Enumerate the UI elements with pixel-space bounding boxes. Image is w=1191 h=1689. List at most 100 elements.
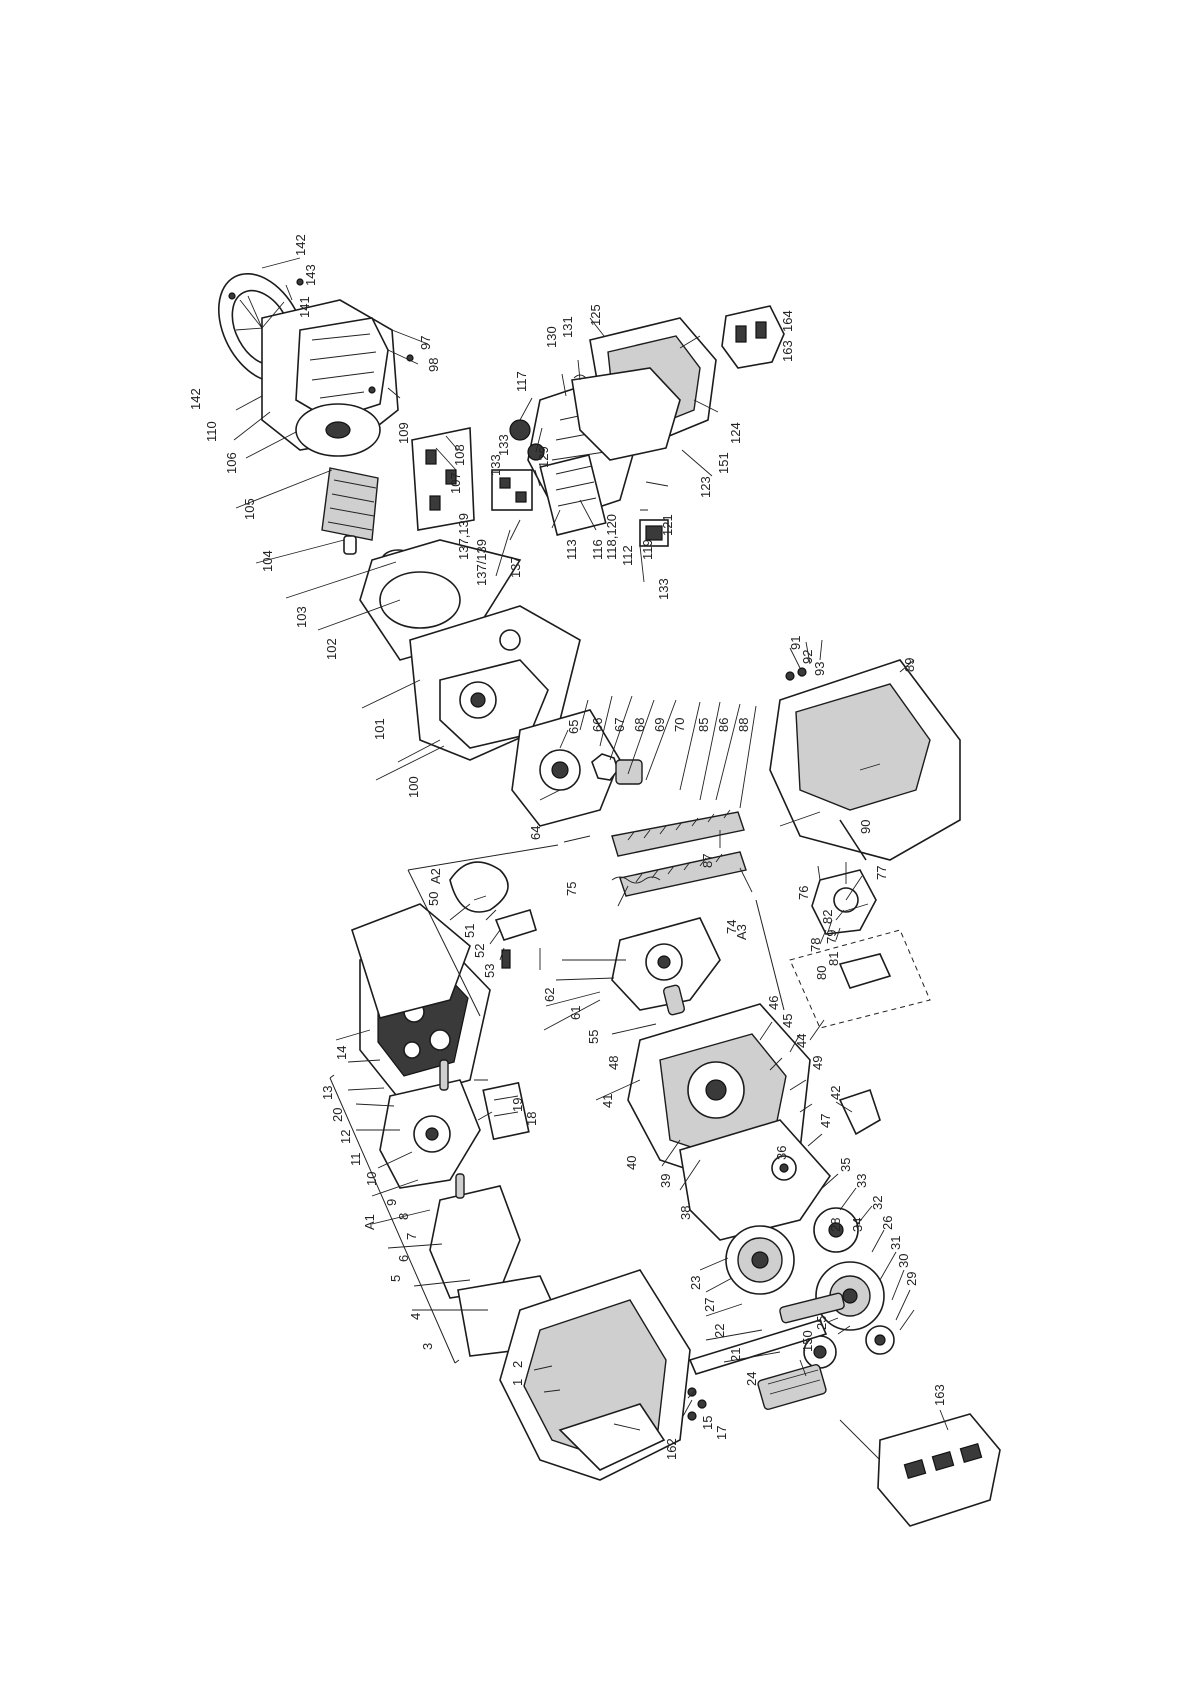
callout: 90 <box>858 820 873 834</box>
callout: 29 <box>904 1272 919 1286</box>
hose <box>449 861 509 913</box>
callout: 52 <box>472 944 487 958</box>
callout: 44 <box>794 1034 809 1048</box>
callout: 125 <box>588 304 603 326</box>
callout: 15 <box>700 1416 715 1430</box>
callout: 123 <box>698 476 713 498</box>
chain-drive <box>449 659 961 1029</box>
housing-bolt <box>662 984 686 1016</box>
callout: 133 <box>488 454 503 476</box>
callout: 104 <box>260 550 275 572</box>
callout: 113 <box>564 539 579 560</box>
callout: 141 <box>297 296 312 318</box>
callout: 42 <box>828 1086 843 1100</box>
callout: 7 <box>404 1233 419 1240</box>
callout: 28 <box>828 1218 843 1232</box>
capacitor <box>482 1081 530 1141</box>
main-housing <box>627 984 895 1369</box>
callout: 46 <box>766 996 781 1010</box>
callout: 106 <box>224 452 239 474</box>
callout: 107 <box>448 472 463 494</box>
callout: 64 <box>528 826 543 840</box>
callout: 124 <box>728 422 743 444</box>
cover-gasket <box>571 367 681 461</box>
gear-cover <box>679 1119 832 1241</box>
callout: 137,139 <box>456 513 471 560</box>
callout: 77 <box>874 866 889 880</box>
callout: 18 <box>524 1112 539 1126</box>
callout: 89 <box>902 658 917 672</box>
callout: 143 <box>303 264 318 286</box>
callout: 109 <box>396 422 411 444</box>
callout: 31 <box>888 1236 903 1250</box>
callout: 151 <box>716 452 731 474</box>
callout: 74 <box>724 920 739 934</box>
callout: 13 <box>320 1086 335 1100</box>
clip <box>494 909 537 941</box>
callout: 142 <box>188 388 203 410</box>
callout: 11 <box>348 1153 363 1167</box>
callout: 85 <box>696 718 711 732</box>
callout: 23 <box>688 1276 703 1290</box>
callout: 98 <box>426 358 441 372</box>
callout: 32 <box>870 1196 885 1210</box>
knob <box>509 419 531 441</box>
callout: 130 <box>544 326 559 348</box>
cable-strain-relief <box>757 1364 827 1410</box>
callout: 12 <box>338 1130 353 1144</box>
callout: 86 <box>716 718 731 732</box>
callout: 66 <box>590 718 605 732</box>
callout: 75 <box>564 882 579 896</box>
gearbox-a1 <box>351 903 561 1357</box>
callout: 68 <box>632 718 647 732</box>
callout: 39 <box>658 1174 673 1188</box>
callout: 92 <box>800 650 815 664</box>
callout: 9 <box>384 1199 399 1206</box>
cover-and-pendant <box>499 1269 1001 1527</box>
callout: 76 <box>796 886 811 900</box>
gear-gasket <box>351 903 471 1019</box>
callout: 93 <box>812 662 827 676</box>
callout: 30 <box>896 1254 911 1268</box>
callout: 27 <box>702 1298 717 1312</box>
leader-lines <box>233 257 949 1431</box>
callout: 24 <box>744 1372 759 1386</box>
callout: 80 <box>814 966 829 980</box>
callout: 91 <box>788 636 803 650</box>
callout: 164 <box>780 310 795 332</box>
callout: 35 <box>838 1158 853 1172</box>
callout: 108 <box>452 444 467 466</box>
chain <box>611 811 745 857</box>
callout: 78 <box>808 938 823 952</box>
callout: 1 <box>510 1379 525 1386</box>
callout: 119 <box>640 539 655 560</box>
callout: 17 <box>714 1426 729 1440</box>
callout: 3 <box>420 1343 435 1350</box>
callout: 50 <box>426 892 441 906</box>
group-label-a3: A3 <box>734 924 749 940</box>
callout: 40 <box>624 1156 639 1170</box>
plug-connector <box>721 305 785 369</box>
callout: 103 <box>294 606 309 628</box>
callout: 70 <box>672 718 687 732</box>
callout: 49 <box>810 1056 825 1070</box>
callout: 112 <box>620 545 635 566</box>
callout-numbers: 142 143 141 142 110 106 105 104 103 102 … <box>188 234 947 1460</box>
callout: 25 <box>814 1316 829 1330</box>
callout: 4 <box>408 1313 423 1320</box>
callout: 61 <box>568 1006 583 1020</box>
callout: 133 <box>656 578 671 600</box>
callout: 21 <box>728 1348 743 1362</box>
callout: 163 <box>932 1384 947 1406</box>
callout: 129 <box>536 446 551 468</box>
terminal-block <box>539 454 607 536</box>
group-bracket-a1 <box>329 1074 460 1364</box>
callout: 137 <box>508 556 523 578</box>
callout: 53 <box>482 964 497 978</box>
callout: 6 <box>396 1255 411 1262</box>
callout: 19 <box>510 1098 525 1112</box>
shaft <box>779 1292 845 1324</box>
callout: 8 <box>396 1213 411 1220</box>
